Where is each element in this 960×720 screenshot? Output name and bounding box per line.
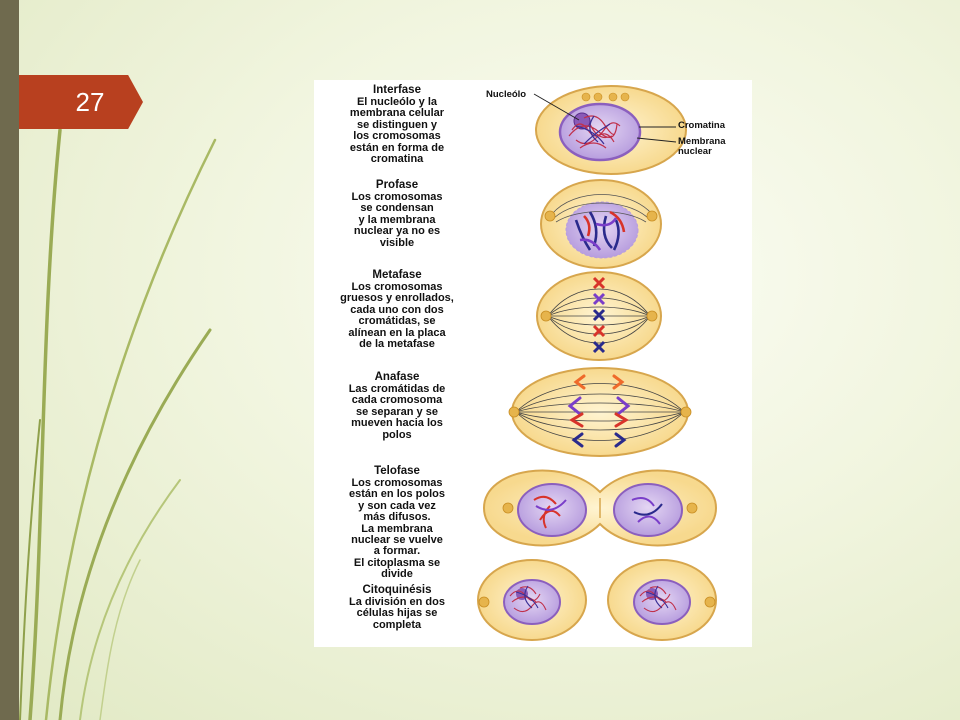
phase-title: Profase xyxy=(375,179,419,191)
phase-telofase: Telofase Los cromosomas están en los pol… xyxy=(314,465,480,581)
cell-anafase xyxy=(508,367,692,457)
cell-citoquinesis-right xyxy=(607,559,717,641)
cell-interfase xyxy=(533,85,687,175)
left-accent-bar xyxy=(0,0,19,720)
phase-anafase: Anafase Las cromátidas de cada cromosoma… xyxy=(314,371,480,441)
phase-title: Metafase xyxy=(372,269,422,281)
phase-title: Anafase xyxy=(374,371,420,383)
grass-decoration xyxy=(19,128,217,720)
phase-description: Los cromosomas se condensan y la membran… xyxy=(351,191,443,249)
cell-metafase xyxy=(536,271,662,361)
page-number: 27 xyxy=(75,87,105,117)
phase-title: Interfase xyxy=(373,84,421,96)
cell-citoquinesis-left xyxy=(477,559,587,641)
phase-profase: Profase Los cromosomas se condensan y la… xyxy=(314,179,480,249)
mitosis-illustration xyxy=(477,85,718,641)
label-nucleolo: Nucleólo xyxy=(486,89,527,100)
phase-description: La división en dos células hijas se comp… xyxy=(349,596,445,631)
phase-description: Las cromátidas de cada cromosoma se sepa… xyxy=(348,383,446,441)
mitosis-figure: Nucleólo Cromatina Membrana nuclear Inte… xyxy=(314,80,752,647)
phase-title: Telofase xyxy=(374,465,420,477)
label-membrana-nuclear: Membrana nuclear xyxy=(678,136,726,157)
phase-description: Los cromosomas gruesos y enrollados, cad… xyxy=(340,281,454,351)
page-number-tab xyxy=(19,75,143,129)
cell-telofase xyxy=(482,469,718,547)
phase-title: Citoquinésis xyxy=(362,584,432,596)
cell-profase xyxy=(540,179,662,269)
phase-description: El nucleólo y la membrana celular se dis… xyxy=(349,96,445,166)
phase-description: Los cromosomas están en los polos y son … xyxy=(349,477,445,581)
phase-interfase: Interfase El nucleólo y la membrana celu… xyxy=(314,84,480,165)
phase-metafase: Metafase Los cromosomas gruesos y enroll… xyxy=(314,269,480,350)
phase-citoquinesis: Citoquinésis La división en dos células … xyxy=(314,584,480,631)
label-cromatina: Cromatina xyxy=(678,120,725,131)
